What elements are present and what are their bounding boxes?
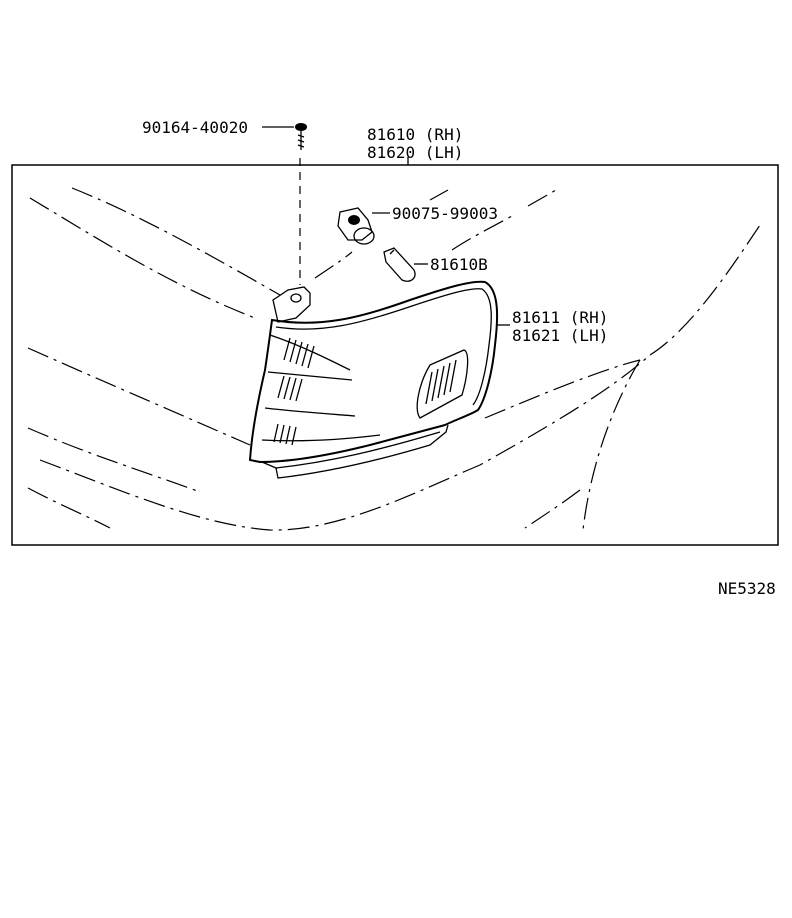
lamp-assy-rh-number: 81610 (RH): [367, 125, 463, 144]
screw-part-number: 90164-40020: [142, 118, 248, 137]
socket-part: [337, 207, 390, 245]
leader-lines: [407, 157, 510, 326]
bulb-part: [383, 247, 428, 282]
lens-rh-number: 81611 (RH): [512, 308, 608, 327]
lens-lh-number: 81621 (LH): [512, 326, 608, 345]
socket-part-number: 90075-99003: [392, 204, 498, 223]
lamp-assembly: [248, 280, 499, 479]
figure-code: NE5328: [718, 579, 776, 598]
car-body-outline: [27, 187, 761, 531]
screw-head-icon: [295, 123, 307, 131]
diagram-frame: [11, 164, 779, 546]
lamp-assy-lh-number: 81620 (LH): [367, 143, 463, 162]
mounting-bracket: [272, 286, 311, 323]
bulb-part-number: 81610B: [430, 255, 488, 274]
screw-part: [262, 123, 307, 285]
